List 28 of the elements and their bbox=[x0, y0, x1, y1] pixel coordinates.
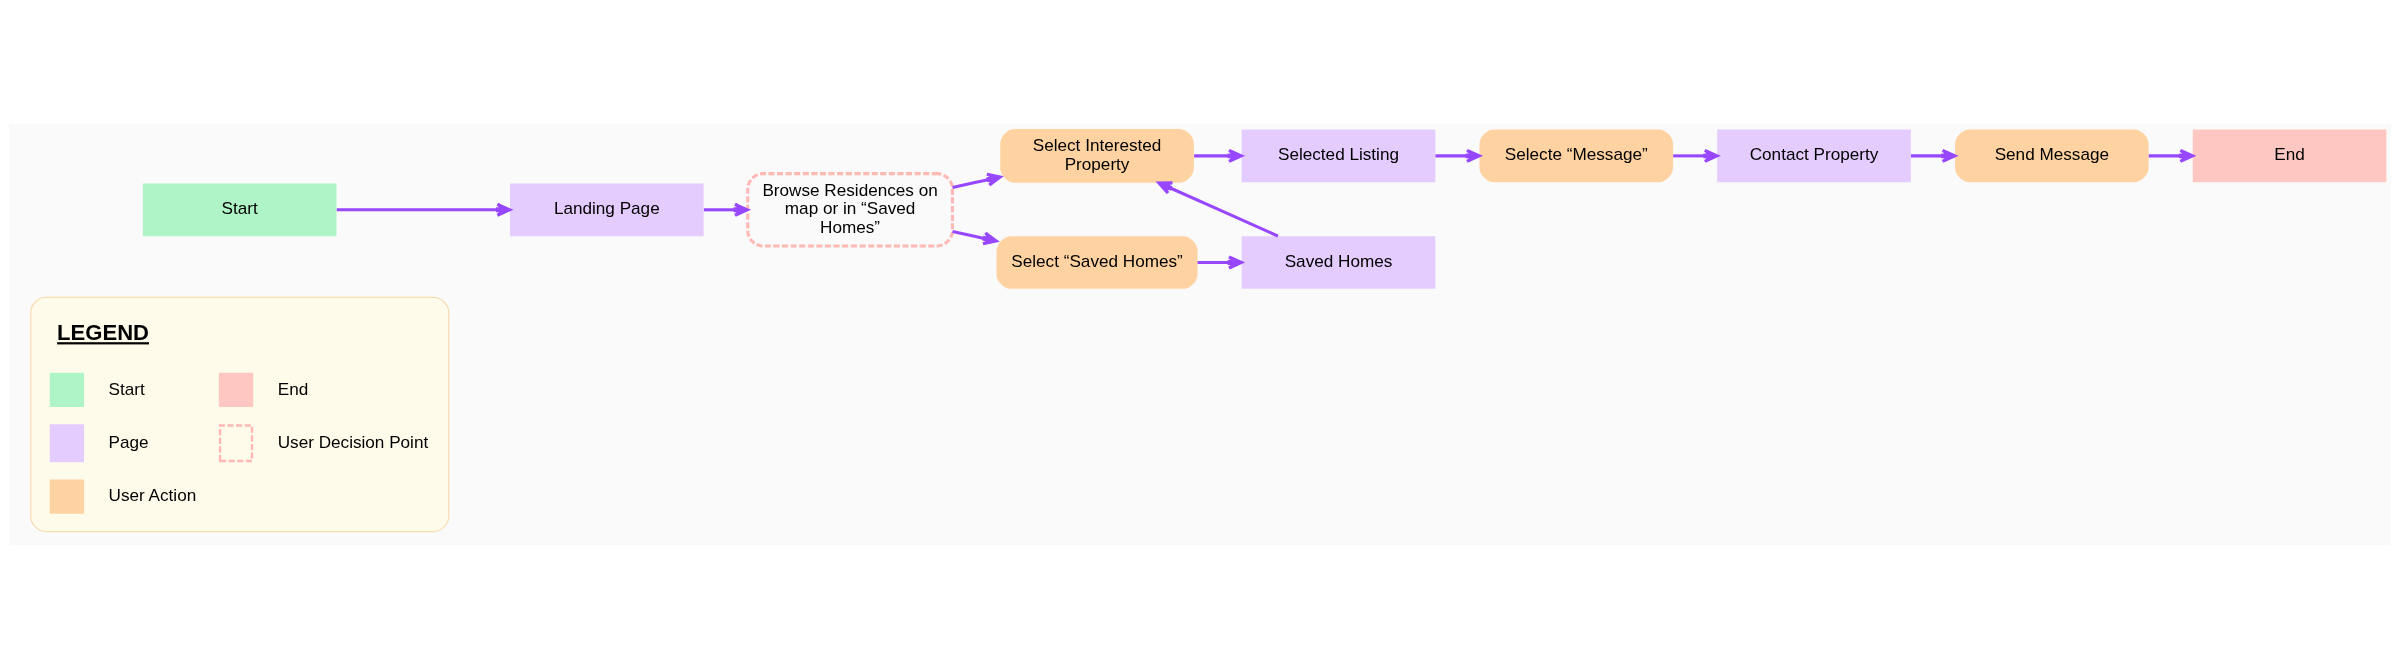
node-box: Selected Listing bbox=[1241, 129, 1436, 182]
arrow bbox=[1673, 148, 1719, 163]
arrow bbox=[1157, 180, 1279, 237]
node-box: Start bbox=[142, 182, 337, 236]
arrow bbox=[703, 202, 749, 217]
arrow bbox=[952, 172, 1002, 189]
arrow bbox=[1435, 148, 1481, 163]
node-box: Contact Property bbox=[1717, 129, 1911, 182]
arrow bbox=[2148, 148, 2195, 163]
legend-label: User Action bbox=[108, 484, 197, 505]
node-box: End bbox=[2192, 129, 2387, 182]
arrow bbox=[1194, 148, 1243, 163]
label: LEGEND bbox=[57, 319, 149, 345]
arrow bbox=[1910, 148, 1957, 163]
arrow bbox=[336, 202, 512, 217]
node-box: Browse Residences on map or in “Saved Homes” bbox=[746, 171, 954, 247]
node-box: Landing Page bbox=[510, 182, 704, 236]
node-box: Selecte “Message” bbox=[1479, 129, 1674, 182]
arrow bbox=[1197, 254, 1243, 270]
legend-label: End bbox=[277, 377, 309, 398]
legend-label: Page bbox=[108, 431, 149, 452]
arrow bbox=[952, 229, 998, 245]
legend-label: Start bbox=[108, 377, 145, 398]
node-box: Select “Saved Homes” bbox=[996, 235, 1198, 289]
node-box: Send Message bbox=[1955, 129, 2149, 182]
node-box: Saved Homes bbox=[1241, 235, 1436, 289]
node-box: Select Interested Property bbox=[1000, 128, 1194, 183]
legend-label: User Decision Point bbox=[277, 431, 429, 452]
